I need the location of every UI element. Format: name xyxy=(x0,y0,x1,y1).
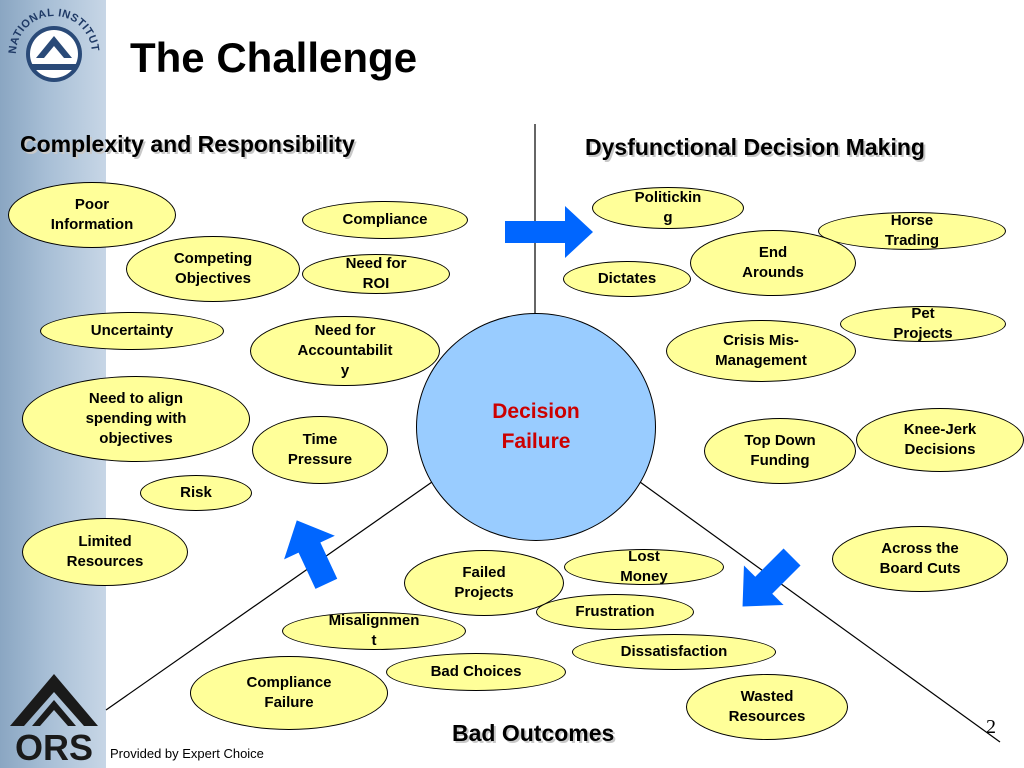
oval-failed-projects: Failed Projects xyxy=(404,550,564,616)
oval-competing-objectives: Competing Objectives xyxy=(126,236,300,302)
oval-need-to-align-spending: Need to align spending with objectives xyxy=(22,376,250,462)
ors-logo-text: ORS xyxy=(15,727,93,766)
decision-failure-label: Decision Failure xyxy=(492,400,580,453)
oval-lost-money: Lost Money xyxy=(564,548,724,585)
oval-horse-trading: Horse Trading xyxy=(818,212,1006,250)
nih-logo-icon: NATIONAL INSTITUTES OF HEALTH xyxy=(2,2,101,82)
oval-bad-choices: Bad Choices xyxy=(386,653,566,691)
arrow-down-left-icon xyxy=(742,548,801,607)
footer-credit: Provided by Expert Choice xyxy=(110,746,264,761)
heading-complexity: Complexity and Responsibility xyxy=(20,131,355,157)
ors-logo-icon: ORS xyxy=(10,674,98,766)
oval-need-for-accountability: Need for Accountabilit y xyxy=(250,316,440,386)
oval-top-down-funding: Top Down Funding xyxy=(704,418,856,484)
oval-uncertainty: Uncertainty xyxy=(40,312,224,350)
oval-misalignment: Misalignmen t xyxy=(282,612,466,650)
arrow-up-left-icon xyxy=(284,520,338,589)
oval-compliance: Compliance xyxy=(302,201,468,239)
slide-title: The Challenge xyxy=(130,34,418,81)
oval-knee-jerk-decisions: Knee-Jerk Decisions xyxy=(856,408,1024,472)
divider-line-right xyxy=(639,481,1001,743)
oval-frustration: Frustration xyxy=(536,594,694,630)
oval-wasted-resources: Wasted Resources xyxy=(686,674,848,740)
oval-pet-projects: Pet Projects xyxy=(840,305,1006,342)
oval-across-the-board-cuts: Across the Board Cuts xyxy=(832,526,1008,592)
oval-compliance-failure: Compliance Failure xyxy=(190,656,388,730)
oval-dissatisfaction: Dissatisfaction xyxy=(572,634,776,670)
page-number: 2 xyxy=(986,716,996,738)
oval-poor-information: Poor Information xyxy=(8,182,176,248)
oval-politicking: Politickin g xyxy=(592,187,744,229)
divider-line-left xyxy=(105,481,433,711)
heading-outcomes: Bad Outcomes xyxy=(452,720,615,746)
oval-crisis-mismanagement: Crisis Mis- Management xyxy=(666,320,856,382)
oval-need-for-roi: Need for ROI xyxy=(302,254,450,294)
oval-time-pressure: Time Pressure xyxy=(252,416,388,484)
oval-risk: Risk xyxy=(140,475,252,511)
decision-failure-circle: Decision Failure xyxy=(416,313,656,541)
arrow-right-icon xyxy=(505,206,593,258)
heading-dysfunctional: Dysfunctional Decision Making xyxy=(585,134,925,160)
oval-limited-resources: Limited Resources xyxy=(22,518,188,586)
oval-end-arounds: End Arounds xyxy=(690,230,856,296)
oval-dictates: Dictates xyxy=(563,261,691,297)
